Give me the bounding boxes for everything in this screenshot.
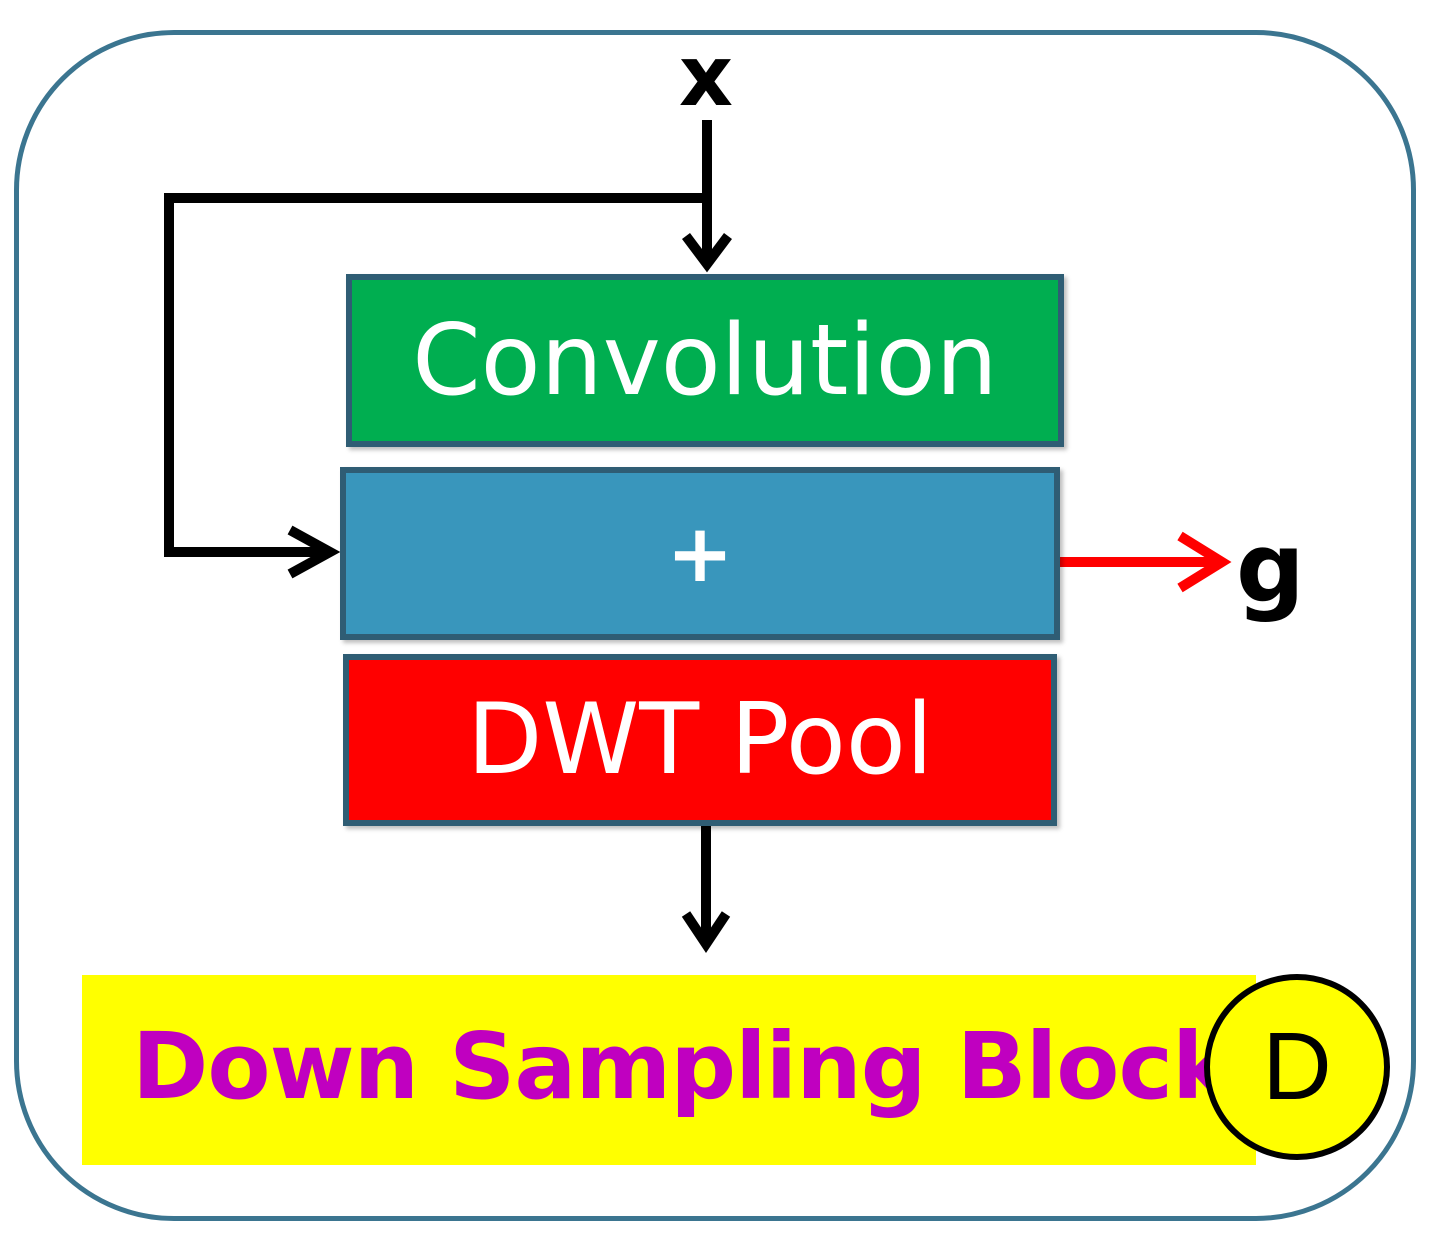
- skip-connection-line: [164, 193, 707, 557]
- input-label: x: [678, 27, 734, 125]
- caption-text: Down Sampling Block: [132, 1013, 1233, 1120]
- block-frame: [14, 30, 1416, 1221]
- pool-output-arrowhead: [681, 911, 731, 954]
- add-label: +: [666, 507, 734, 600]
- convolution-label: Convolution: [412, 303, 998, 418]
- dwt-pool-block: DWT Pool: [343, 654, 1057, 826]
- convolution-block: Convolution: [346, 274, 1064, 447]
- block-badge: D: [1204, 974, 1390, 1160]
- add-block: +: [340, 467, 1060, 640]
- caption-banner: [82, 975, 1256, 1165]
- output-label: g: [1236, 512, 1305, 624]
- skip-connection-arrowhead: [287, 525, 341, 579]
- badge-letter: D: [1262, 1013, 1332, 1120]
- output-arrowhead: [1177, 531, 1232, 593]
- input-arrowhead: [682, 233, 732, 273]
- dwt-pool-label: DWT Pool: [466, 683, 934, 797]
